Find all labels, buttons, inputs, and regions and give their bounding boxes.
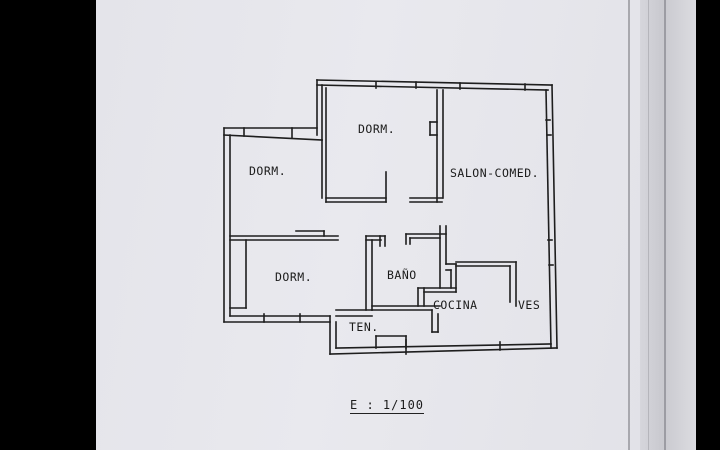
wall-dorm-left	[229, 230, 339, 241]
wall-outer-left-upper	[223, 79, 323, 141]
page-edge	[640, 0, 696, 450]
page-edge-line	[664, 0, 666, 450]
window-top	[375, 81, 526, 91]
page-edge-line	[628, 0, 630, 450]
wall-dorm-bottom	[229, 235, 386, 317]
room-label-dorm-left: DORM.	[249, 164, 287, 178]
room-label-cocina: COCINA	[433, 298, 478, 312]
paper-sheet	[96, 0, 656, 450]
room-label-vestibulo: VES	[518, 298, 541, 312]
door-ten	[375, 335, 407, 349]
wall-outer-right	[545, 84, 558, 349]
wall-cocina	[431, 261, 517, 333]
wall-outer-bottom-left	[223, 313, 331, 323]
room-label-dorm-top: DORM.	[358, 122, 396, 136]
scale-label: E : 1/100	[350, 398, 425, 414]
room-label-salon-comedor: SALON-COMED.	[450, 166, 540, 180]
wall-bano	[371, 225, 457, 311]
room-label-tendedero: TEN.	[349, 320, 379, 334]
page-edge-line	[648, 0, 649, 450]
wall-outer-left	[223, 127, 231, 323]
room-label-dorm-bottom: DORM.	[275, 270, 313, 284]
wall-dorm-top	[321, 87, 444, 203]
room-label-bano: BAÑO	[387, 268, 417, 282]
wall-outer-top	[316, 79, 553, 91]
